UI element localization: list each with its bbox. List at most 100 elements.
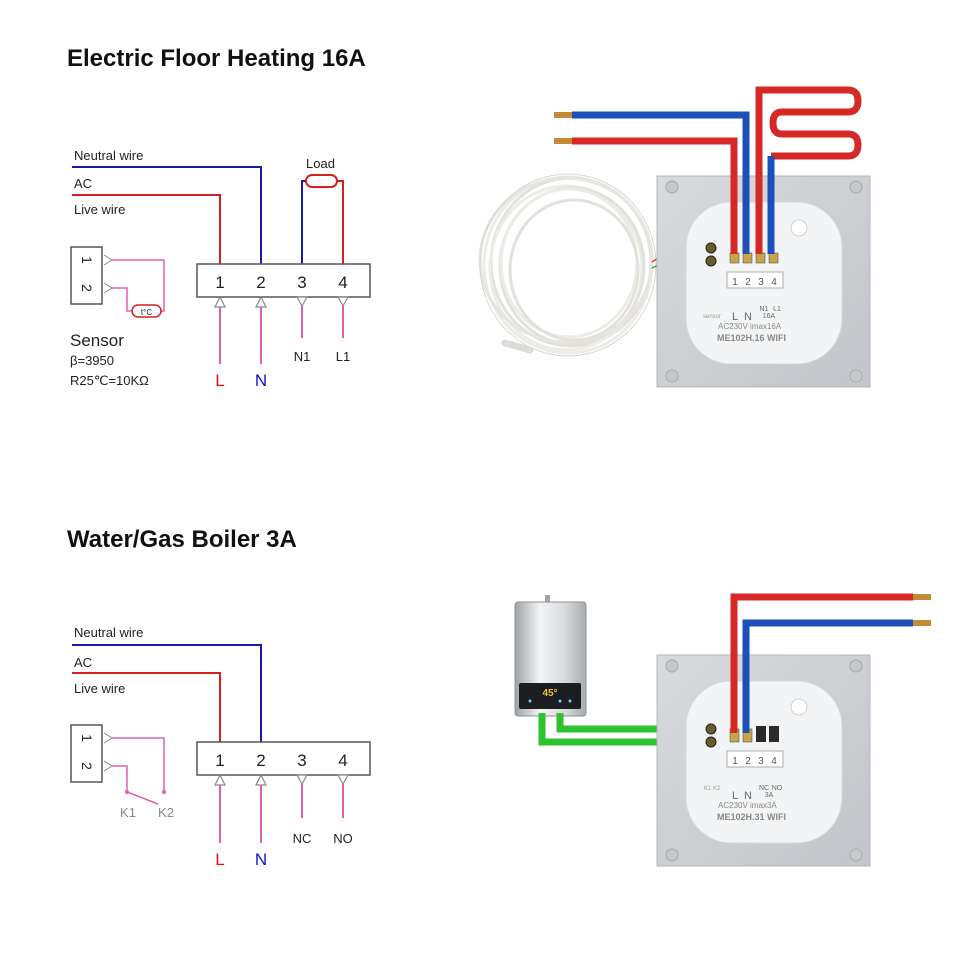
switch-lead-2 bbox=[112, 765, 128, 792]
bottom-label-NC: NC bbox=[293, 831, 312, 846]
live-wire-label-2: Live wire bbox=[74, 681, 125, 696]
device-terminal-1: 1 bbox=[732, 277, 738, 288]
live-wire-line-2 bbox=[72, 672, 221, 742]
sensor-pin-1-arrow bbox=[103, 254, 113, 266]
terminal-2-1: 1 bbox=[215, 751, 224, 770]
bottom-label-L1: L1 bbox=[336, 349, 350, 364]
device-2-model: ME102H.31 WIFI bbox=[717, 812, 786, 822]
section-title-boiler: Water/Gas Boiler 3A bbox=[67, 526, 297, 553]
boiler-wire-green-1 bbox=[538, 713, 705, 746]
device-label-L: L bbox=[732, 311, 738, 323]
live-wire-label: Live wire bbox=[74, 202, 125, 217]
neutral-wire-line bbox=[72, 166, 262, 264]
bottom-label-2-L: L bbox=[215, 850, 224, 869]
sensor-pin-2: 2 bbox=[79, 284, 95, 292]
device-2-terminal-2: 2 bbox=[745, 756, 751, 767]
device-model: ME102H.16 WIFI bbox=[717, 333, 786, 343]
device-terminal-3: 3 bbox=[758, 277, 764, 288]
output-arrow-2-4 bbox=[336, 774, 350, 818]
terminal-block bbox=[196, 263, 371, 298]
load-wire-blue bbox=[301, 180, 307, 264]
load-label: Load bbox=[306, 156, 335, 171]
terminal-block-2 bbox=[196, 741, 371, 776]
device-label-L1: L1 bbox=[773, 306, 781, 313]
neutral-wire-line-2 bbox=[72, 644, 262, 742]
terminal-1: 1 bbox=[215, 273, 224, 292]
neutral-wire-label-2: Neutral wire bbox=[74, 625, 143, 640]
device-2-terminal-4: 4 bbox=[771, 756, 777, 767]
device-rating: AC230V imax16A bbox=[718, 322, 782, 331]
boiler-schematic: Neutral wire AC Live wire 1 2 3 4 L N NC… bbox=[70, 625, 371, 869]
neutral-wire-label: Neutral wire bbox=[74, 148, 143, 163]
terminal-2-2: 2 bbox=[256, 751, 265, 770]
section-title-floor-heating: Electric Floor Heating 16A bbox=[67, 45, 366, 72]
device-label-N: N bbox=[744, 311, 752, 323]
switch-label-K1: K1 bbox=[120, 805, 136, 820]
sensor-lead-1 bbox=[112, 259, 165, 312]
device-terminal-block bbox=[726, 271, 784, 289]
power-wire-red bbox=[554, 137, 738, 254]
output-arrow-4 bbox=[336, 296, 350, 338]
sensor-r25: R25℃=10KΩ bbox=[70, 373, 149, 388]
input-arrow-2-1 bbox=[214, 773, 226, 843]
device-2-switch-tag: K1 K2 bbox=[704, 786, 721, 792]
switch-connector bbox=[70, 724, 103, 783]
sensor-title: Sensor bbox=[70, 331, 124, 350]
device-rating-small: 16A bbox=[763, 313, 776, 320]
bottom-label-L: L bbox=[215, 371, 224, 390]
power-wire-blue-2 bbox=[742, 619, 931, 733]
switch-label-K2: K2 bbox=[158, 805, 174, 820]
device-2-terminal-3: 3 bbox=[758, 756, 764, 767]
terminal-2-4: 4 bbox=[338, 751, 347, 770]
input-arrow-2 bbox=[255, 295, 267, 364]
sensor-pin-2-arrow bbox=[103, 282, 113, 294]
load-wire-red bbox=[336, 180, 344, 264]
bottom-label-N: N bbox=[255, 371, 267, 390]
ac-label: AC bbox=[74, 176, 92, 191]
bottom-label-NO: NO bbox=[333, 831, 353, 846]
device-2-label-N: N bbox=[744, 790, 752, 802]
output-arrow-2-3 bbox=[295, 774, 309, 818]
device-label-N1: N1 bbox=[760, 306, 769, 313]
input-arrow-2-2 bbox=[255, 773, 267, 843]
sensor-cable-coil-image bbox=[478, 173, 657, 357]
floor-heating-illustration: 1 2 3 4 L N N1 L1 16A sensor AC230V imax… bbox=[478, 86, 871, 388]
sensor-pin-1: 1 bbox=[79, 256, 95, 264]
sensor-lead-2 bbox=[112, 287, 132, 312]
device-2-terminal-1: 1 bbox=[732, 756, 738, 767]
device-2-label-NO: NO bbox=[772, 785, 783, 792]
switch-pin-1: 1 bbox=[79, 734, 95, 742]
switch-pin-2: 2 bbox=[79, 762, 95, 770]
terminal-2-3: 3 bbox=[297, 751, 306, 770]
sensor-thermistor-label: t°C bbox=[141, 308, 152, 317]
floor-heating-schematic: Neutral wire AC Live wire Load 1 2 3 4 bbox=[70, 148, 371, 390]
terminal-2: 2 bbox=[256, 273, 265, 292]
device-2-label-NC: NC bbox=[759, 785, 769, 792]
power-wire-red-2 bbox=[730, 593, 931, 733]
boiler-illustration: 45° 1 2 3 4 L N NC NO 3A K1 K2 AC230V im… bbox=[514, 593, 931, 867]
switch-pin-1-arrow bbox=[103, 732, 113, 744]
device-terminal-4: 4 bbox=[771, 277, 777, 288]
heating-element-red bbox=[755, 86, 862, 254]
terminal-4: 4 bbox=[338, 273, 347, 292]
terminal-3: 3 bbox=[297, 273, 306, 292]
device-terminal-2: 2 bbox=[745, 277, 751, 288]
switch-pin-2-arrow bbox=[103, 760, 113, 772]
device-2-rating: AC230V imax3A bbox=[718, 801, 777, 810]
device-sensor-tag: sensor bbox=[703, 314, 721, 320]
boiler-display: 45° bbox=[542, 688, 557, 699]
sensor-connector bbox=[70, 246, 103, 305]
sensor-thermistor-icon bbox=[131, 304, 162, 318]
switch-lead-1 bbox=[112, 737, 165, 790]
device-terminal-block-2 bbox=[726, 750, 784, 768]
device-2-label-L: L bbox=[732, 790, 738, 802]
input-arrow-1 bbox=[214, 295, 226, 364]
switch-contact bbox=[126, 791, 159, 805]
output-arrow-3 bbox=[295, 296, 309, 338]
boiler-unit-image: 45° bbox=[514, 595, 587, 717]
ac-label-2: AC bbox=[74, 655, 92, 670]
device-2-rating-small: 3A bbox=[765, 792, 774, 799]
load-symbol bbox=[305, 174, 338, 188]
bottom-label-2-N: N bbox=[255, 850, 267, 869]
